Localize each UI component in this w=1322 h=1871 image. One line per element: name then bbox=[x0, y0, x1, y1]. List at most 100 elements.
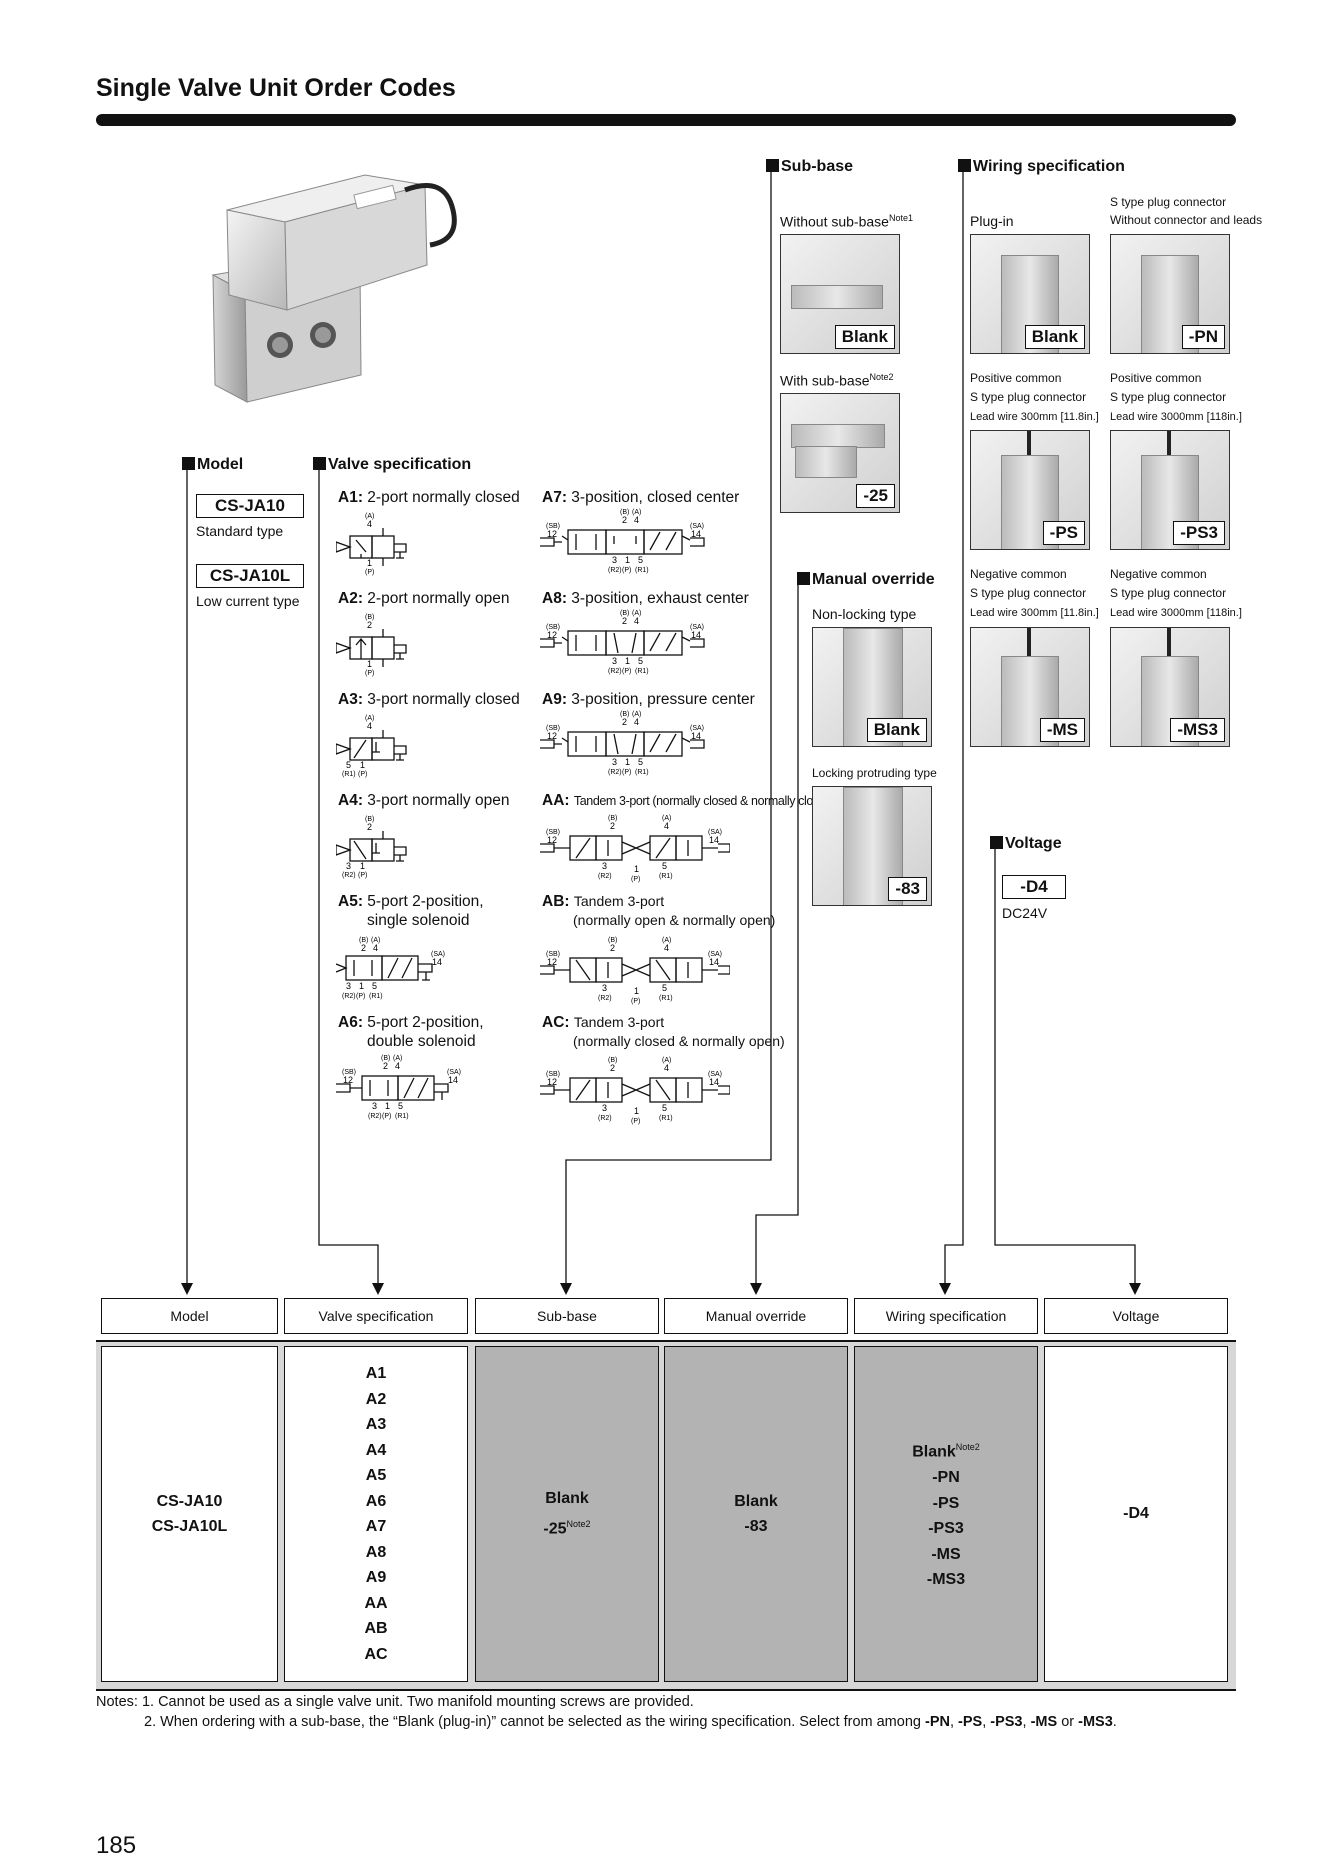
square-bullet-icon bbox=[958, 159, 971, 172]
wiring-pn-photo[interactable]: -PN bbox=[1110, 234, 1230, 354]
valve-item-a9[interactable]: A9: 3-position, pressure center bbox=[542, 691, 755, 708]
wiring-stype-label: S type plug connector bbox=[1110, 195, 1227, 209]
svg-text:(P): (P) bbox=[622, 668, 631, 675]
wiring-ps-photo[interactable]: -PS bbox=[970, 430, 1090, 550]
page-number: 185 bbox=[96, 1832, 137, 1859]
svg-text:(R1): (R1) bbox=[369, 993, 383, 1000]
svg-text:(P): (P) bbox=[358, 771, 367, 778]
valve-item-a5[interactable]: A5: 5-port 2-position,single solenoid bbox=[338, 893, 484, 929]
table-header-valve: Valve specification bbox=[284, 1298, 468, 1334]
svg-text:1: 1 bbox=[360, 861, 365, 871]
svg-text:(A): (A) bbox=[632, 509, 641, 516]
svg-text:(SB): (SB) bbox=[546, 829, 560, 836]
svg-text:(R1): (R1) bbox=[635, 769, 649, 776]
model-code-low-current[interactable]: CS-JA10L bbox=[196, 564, 304, 588]
svg-text:(B): (B) bbox=[608, 937, 617, 944]
svg-text:(B): (B) bbox=[365, 816, 374, 823]
svg-text:(SA): (SA) bbox=[708, 1071, 722, 1078]
manual-locking-photo[interactable]: -83 bbox=[812, 786, 932, 906]
table-voltage-value: -D4 bbox=[1123, 1505, 1149, 1522]
svg-text:(SA): (SA) bbox=[690, 725, 704, 732]
svg-text:14: 14 bbox=[691, 529, 701, 539]
manual-nonlocking-photo[interactable]: Blank bbox=[812, 627, 932, 747]
valve-item-a1[interactable]: A1: 2-port normally closed bbox=[338, 489, 520, 506]
voltage-code[interactable]: -D4 bbox=[1002, 875, 1066, 899]
svg-text:5: 5 bbox=[662, 1103, 667, 1113]
valve-body-image bbox=[791, 285, 883, 309]
subbase-section-title: Sub-base bbox=[766, 158, 853, 176]
svg-text:1: 1 bbox=[625, 757, 630, 767]
svg-text:(B): (B) bbox=[620, 711, 629, 718]
svg-text:(P): (P) bbox=[365, 670, 374, 677]
symbol-a6-icon: (B) (A) 2 4 (SB) 12 (SA) 14 3 1 5 (R2) (… bbox=[336, 1055, 461, 1120]
table-col-valve: A1 A2 A3 A4 A5 A6 A7 A8 A9 AA AB AC bbox=[284, 1346, 468, 1682]
svg-text:4: 4 bbox=[367, 721, 372, 731]
table-col-manual: Blank -83 bbox=[664, 1346, 848, 1682]
wiring-stype-sublabel: Without connector and leads bbox=[1110, 213, 1263, 227]
subbase-without-label: Without sub-baseNote1 bbox=[780, 213, 913, 230]
valve-item-a3[interactable]: A3: 3-port normally closed bbox=[338, 691, 520, 708]
product-photo bbox=[205, 170, 465, 410]
wiring-ms-photo[interactable]: -MS bbox=[970, 627, 1090, 747]
svg-text:2: 2 bbox=[622, 717, 627, 727]
valve-item-ac[interactable]: AC: Tandem 3-port(normally closed & norm… bbox=[542, 1014, 785, 1049]
square-bullet-icon bbox=[797, 572, 810, 585]
svg-text:14: 14 bbox=[432, 957, 442, 967]
valve-item-a2[interactable]: A2: 2-port normally open bbox=[338, 590, 510, 607]
valve-body-image bbox=[791, 424, 885, 448]
valve-item-a4[interactable]: A4: 3-port normally open bbox=[338, 792, 510, 809]
svg-text:(A): (A) bbox=[632, 610, 641, 617]
wiring-ps3-photo[interactable]: -PS3 bbox=[1110, 430, 1230, 550]
voltage-desc: DC24V bbox=[1002, 905, 1048, 921]
square-bullet-icon bbox=[766, 159, 779, 172]
svg-text:(P): (P) bbox=[382, 1113, 391, 1120]
svg-text:14: 14 bbox=[691, 630, 701, 640]
notes: Notes: 1. Cannot be used as a single val… bbox=[96, 1692, 1117, 1732]
valve-item-ab[interactable]: AB: Tandem 3-port(normally open & normal… bbox=[542, 893, 776, 928]
wiring-ms3-photo[interactable]: -MS3 bbox=[1110, 627, 1230, 747]
svg-text:(A): (A) bbox=[632, 711, 641, 718]
svg-text:1: 1 bbox=[385, 1101, 390, 1111]
svg-text:(R2): (R2) bbox=[342, 993, 356, 1000]
subbase-block-image bbox=[795, 446, 857, 478]
valve-item-a7[interactable]: A7: 3-position, closed center bbox=[542, 489, 740, 506]
svg-text:(B): (B) bbox=[620, 610, 629, 617]
square-bullet-icon bbox=[182, 457, 195, 470]
svg-text:1: 1 bbox=[634, 1106, 639, 1116]
svg-text:2: 2 bbox=[367, 620, 372, 630]
svg-text:2: 2 bbox=[610, 943, 615, 953]
lead-wire-image bbox=[1167, 431, 1171, 455]
manual-section-title: Manual override bbox=[797, 571, 935, 589]
model-section-title: Model bbox=[182, 456, 243, 474]
svg-text:(A): (A) bbox=[365, 513, 374, 520]
svg-text:4: 4 bbox=[367, 519, 372, 529]
svg-text:(B): (B) bbox=[608, 1057, 617, 1064]
valve-item-a6[interactable]: A6: 5-port 2-position,double solenoid bbox=[338, 1014, 484, 1050]
svg-text:(A): (A) bbox=[662, 815, 671, 822]
svg-text:4: 4 bbox=[395, 1061, 400, 1071]
wiring-plugin-photo[interactable]: Blank bbox=[970, 234, 1090, 354]
svg-text:1: 1 bbox=[625, 555, 630, 565]
wiring-ps3-code: -PS3 bbox=[1173, 521, 1225, 545]
svg-text:(B): (B) bbox=[620, 509, 629, 516]
valve-section-title: Valve specification bbox=[313, 456, 471, 474]
valve-item-aa[interactable]: AA: Tandem 3-port (normally closed & nor… bbox=[542, 792, 836, 809]
svg-text:12: 12 bbox=[547, 630, 557, 640]
svg-text:5: 5 bbox=[398, 1101, 403, 1111]
svg-text:(R2): (R2) bbox=[342, 872, 356, 879]
svg-text:1: 1 bbox=[634, 864, 639, 874]
svg-text:3: 3 bbox=[602, 861, 607, 871]
svg-text:3: 3 bbox=[612, 757, 617, 767]
table-model-values: CS-JA10 CS-JA10L bbox=[151, 1492, 228, 1536]
svg-text:(P): (P) bbox=[631, 998, 640, 1005]
svg-text:(R2): (R2) bbox=[608, 567, 622, 574]
subbase-without-photo[interactable]: Blank bbox=[780, 234, 900, 354]
svg-text:4: 4 bbox=[634, 616, 639, 626]
valve-item-a8[interactable]: A8: 3-position, exhaust center bbox=[542, 590, 749, 607]
model-code-standard[interactable]: CS-JA10 bbox=[196, 494, 304, 518]
subbase-with-photo[interactable]: -25 bbox=[780, 393, 900, 513]
svg-text:(P): (P) bbox=[622, 769, 631, 776]
svg-text:4: 4 bbox=[634, 515, 639, 525]
svg-text:(B): (B) bbox=[359, 937, 368, 944]
